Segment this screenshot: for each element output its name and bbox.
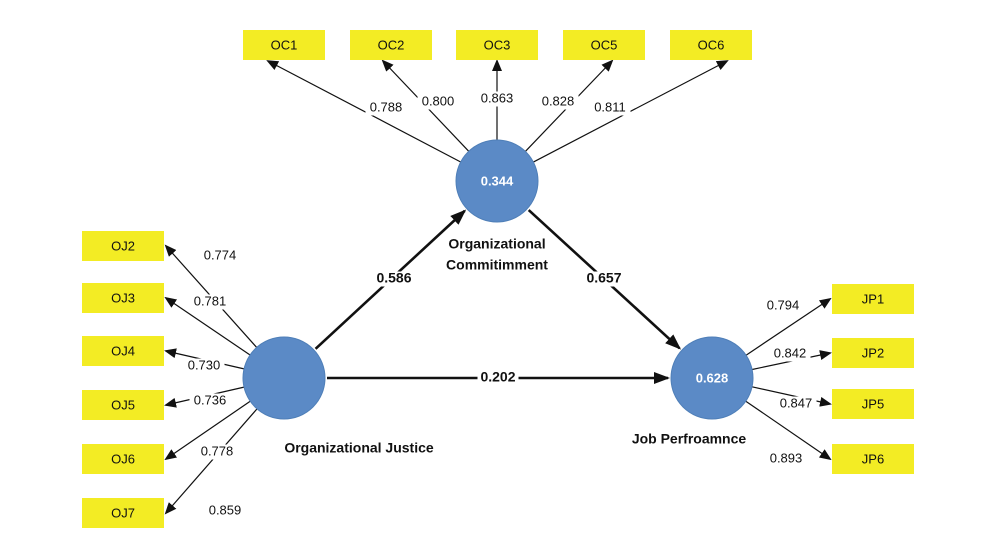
- construct-organizational-justice-circle: [242, 336, 326, 420]
- loading-value-oc2: 0.800: [422, 93, 455, 108]
- loading-arrow-oc1: [266, 60, 461, 163]
- indicator-label-oj3: OJ3: [111, 290, 135, 305]
- loading-value-oj2-bg: [199, 248, 241, 264]
- construct-label-organizational-commitment-line1: Organizational: [448, 236, 545, 252]
- indicator-box-oj5: [82, 390, 164, 420]
- loading-arrow-jp6: [745, 400, 832, 461]
- loading-value-jp1: 0.794: [767, 297, 800, 312]
- loading-arrow-jp5: [751, 386, 832, 407]
- indicator-label-oj5: OJ5: [111, 397, 135, 412]
- loading-value-oc2-bg: [417, 94, 459, 110]
- loading-value-oj6-bg: [196, 444, 238, 460]
- indicator-box-oj3: [82, 283, 164, 313]
- construct-job-performance-circle: [670, 336, 754, 420]
- indicator-label-jp5: JP5: [862, 396, 884, 411]
- construct-label-job-performance: Job Perfroamnce: [632, 431, 747, 447]
- loading-value-oj4-bg: [183, 358, 225, 374]
- loading-value-oj3: 0.781: [194, 293, 227, 308]
- indicator-box-oj2: [82, 231, 164, 261]
- loading-value-oc1-bg: [365, 100, 407, 116]
- loading-arrow-jp1: [745, 297, 832, 356]
- loading-value-oc1: 0.788: [370, 99, 403, 114]
- loading-value-jp2: 0.842: [774, 345, 807, 360]
- loading-value-jp1-bg: [762, 298, 804, 314]
- path-oc-jp-coefficient: 0.657: [586, 270, 621, 286]
- path-oj-jp-coefficient: 0.202: [480, 369, 515, 385]
- indicator-box-oc5: [563, 30, 645, 60]
- loading-value-oj5-bg: [189, 393, 231, 409]
- loading-value-oc5-bg: [537, 94, 579, 110]
- indicator-label-oc2: OC2: [378, 37, 405, 52]
- loading-value-oc5: 0.828: [542, 93, 575, 108]
- loading-value-oc6-bg: [589, 100, 631, 116]
- loading-arrow-oj7: [164, 408, 258, 515]
- indicator-box-oc6: [670, 30, 752, 60]
- indicator-label-jp6: JP6: [862, 451, 884, 466]
- indicator-label-oc6: OC6: [698, 37, 725, 52]
- loading-value-oj4: 0.730: [188, 357, 221, 372]
- loading-value-jp5-bg: [775, 396, 817, 412]
- construct-label-organizational-justice: Organizational Justice: [284, 440, 434, 456]
- path-oj-jp-coefficient-bg: [477, 370, 519, 386]
- loading-value-oj3-bg: [189, 294, 231, 310]
- loading-value-jp5: 0.847: [780, 395, 813, 410]
- indicator-box-jp2: [832, 338, 914, 368]
- loading-value-jp6: 0.893: [770, 450, 803, 465]
- loading-arrow-oj6: [164, 400, 251, 461]
- loading-value-oj5: 0.736: [194, 392, 227, 407]
- loading-arrow-oj3: [164, 296, 251, 356]
- indicator-label-oj7: OJ7: [111, 505, 135, 520]
- indicator-box-jp5: [832, 389, 914, 419]
- loading-value-oj7: 0.859: [209, 502, 242, 517]
- construct-job-performance-r2: 0.628: [696, 370, 729, 385]
- indicator-label-oc5: OC5: [591, 37, 618, 52]
- loading-value-oj2: 0.774: [204, 247, 237, 262]
- path-oj-oc-coefficient: 0.586: [376, 270, 411, 286]
- indicator-label-oj6: OJ6: [111, 451, 135, 466]
- path-oj-oc-coefficient-bg: [373, 271, 415, 287]
- indicator-box-jp1: [832, 284, 914, 314]
- construct-label-organizational-commitment-line2: Commitimment: [446, 257, 548, 273]
- indicator-box-oj4: [82, 336, 164, 366]
- indicator-label-oj2: OJ2: [111, 238, 135, 253]
- indicator-box-oj7: [82, 498, 164, 528]
- loading-value-oj6: 0.778: [201, 443, 234, 458]
- loading-value-jp6-bg: [765, 451, 807, 467]
- indicator-box-oj6: [82, 444, 164, 474]
- indicator-box-oc2: [350, 30, 432, 60]
- loading-value-jp2-bg: [769, 346, 811, 362]
- construct-organizational-commitment-circle: [455, 139, 539, 223]
- label-layer: 0.788 0.800 0.863 0.828 0.811 0.774 0.781 0.730…: [183, 90, 817, 519]
- loading-value-oc6: 0.811: [594, 99, 626, 114]
- path-oc-jp-coefficient-bg: [583, 271, 625, 287]
- loading-value-oc3-bg: [476, 91, 518, 107]
- indicator-box-jp6: [832, 444, 914, 474]
- indicator-label-oc1: OC1: [271, 37, 298, 52]
- indicator-label-oc3: OC3: [484, 37, 511, 52]
- indicator-label-oj4: OJ4: [111, 343, 135, 358]
- indicator-box-oc1: [243, 30, 325, 60]
- construct-organizational-commitment-r2: 0.344: [481, 173, 514, 188]
- loading-value-oj7-bg: [204, 503, 246, 519]
- indicator-label-jp2: JP2: [862, 345, 884, 360]
- loading-value-oc3: 0.863: [481, 90, 514, 105]
- indicator-box-oc3: [456, 30, 538, 60]
- indicator-label-jp1: JP1: [862, 291, 884, 306]
